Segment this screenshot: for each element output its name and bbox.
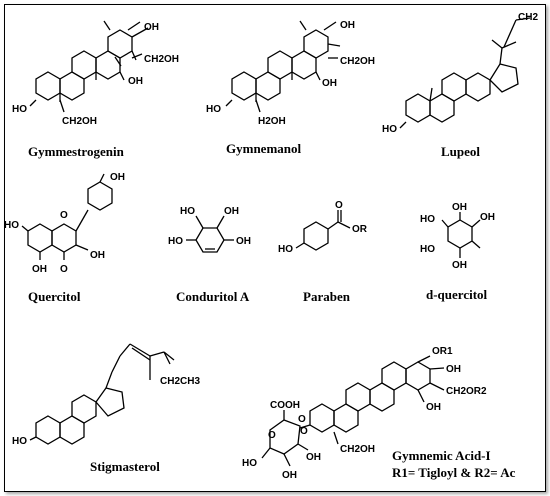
dquercitol-ho-topleft: HO [420,214,435,225]
gymnemanol-label: Gymnemanol [226,141,302,156]
gymnemic-o-link: O [300,426,308,437]
stigmasterol-label: Stigmasterol [90,459,160,474]
gymnemic-ch2or2: CH2OR2 [446,386,487,397]
lupeol-ho: HO [382,124,397,135]
conduritol-label: Conduritol A [176,289,250,304]
gym-oh-lower: OH [128,76,143,87]
gymnemic-o-ring: O [298,414,306,425]
gymnemanol-oh-lower: OH [322,78,337,89]
gymnemic-oh-mid: OH [446,364,461,375]
conduritol-ho-side: HO [168,236,183,247]
dquercitol-label: d-quercitol [426,287,488,302]
conduritol-structure [186,215,234,253]
gymnemic-oh-sugar2: OH [306,452,321,463]
quercitol-oh-right: OH [90,250,105,261]
dquercitol-oh-right: OH [480,212,495,223]
stigmasterol-structure [29,343,175,445]
gymnemic-oh-lower: OH [426,402,441,413]
quercitol-label: Quercitol [28,289,81,304]
quercitol-o-keto: O [60,264,68,275]
gym-ho-left: HO [12,104,27,115]
gymnemanol-ch2oh: CH2OH [340,56,375,67]
paraben-o: O [335,200,343,211]
quercitol-oh-bottom: OH [32,264,47,275]
gymnemanol-ho-left: HO [206,104,221,115]
dquercitol-oh-top: OH [452,202,467,213]
conduritol-oh-top: OH [224,206,239,217]
dquercitol-structure [441,212,481,258]
paraben-ho: HO [278,244,293,255]
lupeol-label: Lupeol [441,144,480,159]
paraben-structure [295,210,351,251]
dquercitol-oh-bottom: OH [452,260,467,271]
lupeol-structure [399,17,531,129]
stigmasterol-ch2ch3: CH2CH3 [160,376,200,387]
dquercitol-ho-left: HO [420,244,435,255]
gymnemic-structure [261,355,445,467]
paraben-label: Paraben [303,289,351,304]
figure-frame [4,4,546,492]
gymnestrogenin-label: Gymmestrogenin [28,144,125,159]
quercitol-structure [21,173,113,260]
gymnemic-ch2oh: CH2OH [340,444,375,455]
gym-ch2oh-bottom: CH2OH [62,116,97,127]
gymnemic-label: Gymnemic Acid-I [392,448,491,463]
gymnemic-cooh: COOH [270,400,300,411]
lupeol-ch2: CH2 [518,12,538,23]
conduritol-oh-side: OH [236,236,251,247]
gym-oh-top: OH [144,22,159,33]
quercitol-oh-top: OH [110,172,125,183]
gymnemic-o-glyc: O [268,430,276,441]
quercitol-o-ring: O [60,210,68,221]
gymnemic-or1: OR1 [432,346,453,357]
gymnemic-oh-sugar: OH [282,470,297,481]
paraben-or: OR [352,224,368,235]
stigmasterol-ho: HO [12,436,27,447]
gymnemic-substituents: R1= Tigloyl & R2= Ac [392,465,516,480]
gym-ch2oh-right: CH2OH [144,54,179,65]
quercitol-ho-left: HO [4,220,19,231]
gymnestrogenin-structure [29,20,149,113]
gymnemic-ho-sugar: HO [242,458,257,469]
gymnemanol-oh-top: OH [340,20,355,31]
conduritol-ho-top: HO [180,206,195,217]
gymnemanol-structure [225,20,341,113]
gymnemanol-h2oh-bottom: H2OH [258,116,286,127]
